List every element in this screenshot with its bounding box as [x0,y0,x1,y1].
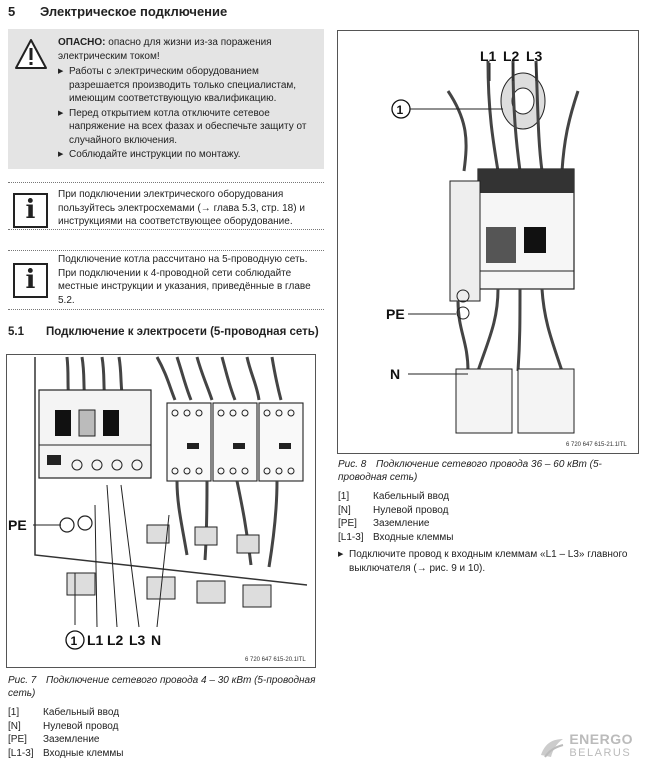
figure-8-caption-text: Подключение сетевого провода 36 – 60 кВт… [338,459,602,483]
energo-belarus-logo: ENERGO BELARUS [541,731,633,759]
figure-7-drawing: PE 1 L1 L2 L3 N 6 720 647 615-20.1ITL [8,356,308,663]
fig7-label-l3: L3 [129,632,146,648]
fig8-label-1: 1 [397,103,404,117]
fig7-label-l1: L1 [87,632,104,648]
info-icon: i [13,263,48,298]
legend-item: [L1-3]Входные клеммы [8,747,124,759]
figure-8: L1 L2 L3 1 PE N 6 720 647 615-21.1ITL [337,30,639,454]
legend-item: [PE]Заземление [338,518,430,530]
subsection-heading: 5.1 Подключение к электросети (5-проводна… [8,326,319,338]
figure-7: PE 1 L1 L2 L3 N 6 720 647 615-20.1ITL [6,354,316,668]
figure-8-caption-label: Рис. 8 [338,459,367,470]
subsection-number: 5.1 [8,326,24,338]
fig8-label-pe: PE [386,306,405,322]
fig8-label-n: N [390,366,400,382]
figure-7-caption-label: Рис. 7 [8,675,37,686]
legend-item: [1]Кабельный ввод [338,491,450,502]
logo-line-1: ENERGO [569,731,633,747]
logo-line-2: BELARUS [569,747,632,759]
warning-label: ОПАСНО: [58,37,106,48]
action-text: Подключите провод к входным клеммам «L1 … [349,549,628,574]
danger-warning-box: ОПАСНО: опасно для жизни из-за поражения… [8,29,324,169]
action-instruction: ▶ Подключите провод к входным клеммам «L… [338,548,628,575]
section-heading: 5 Электрическое подключение [8,4,227,19]
figure-7-caption-text: Подключение сетевого провода 4 – 30 кВт … [8,675,316,699]
fig8-label-l3: L3 [526,48,543,64]
legend-item: [N]Нулевой провод [338,504,449,516]
subsection-title: Подключение к электросети (5-проводная с… [46,326,319,338]
fig7-label-pe: PE [8,517,27,533]
warning-item: Работы с электрическим оборудованием раз… [58,65,318,106]
figure-8-legend: [1]Кабельный ввод [N]Нулевой провод [PE]… [338,490,454,544]
legend-item: [PE]Заземление [8,734,100,746]
info-note-1: i При подключении электрического оборудо… [8,182,324,230]
legend-item: [N]Нулевой провод [8,720,119,732]
legend-item: [L1-3]Входные клеммы [338,531,454,543]
figure-7-legend: [1]Кабельный ввод [N]Нулевой провод [PE]… [8,706,124,760]
fig8-label-l1: L1 [480,48,497,64]
warning-list: Работы с электрическим оборудованием раз… [58,65,318,162]
section-title: Электрическое подключение [40,4,228,19]
fig7-code: 6 720 647 615-20.1ITL [245,657,306,663]
info-note-2: i Подключение котла рассчитано на 5-пров… [8,250,324,310]
fig7-label-l2: L2 [107,632,124,648]
info-note-text: При подключении электрического оборудова… [58,189,305,227]
info-note-text: Подключение котла рассчитано на 5-провод… [58,254,311,306]
fig8-label-l2: L2 [503,48,520,64]
warning-message: опасно для жизни из-за поражения электри… [58,37,272,62]
fig7-label-1: 1 [71,634,78,648]
warning-text: ОПАСНО: опасно для жизни из-за поражения… [58,36,318,163]
legend-item: [1]Кабельный ввод [8,707,120,718]
figure-8-drawing: L1 L2 L3 1 PE N 6 720 647 615-21.1ITL [386,48,627,448]
fig7-label-n: N [151,632,161,648]
info-icon: i [13,193,48,228]
logo-mark-icon [541,739,564,758]
bullet-icon: ▶ [338,551,344,558]
fig8-code: 6 720 647 615-21.1ITL [566,442,627,448]
warning-item: Перед открытием котла отключите сетевое … [58,107,318,148]
warning-triangle-icon [15,39,47,69]
section-number: 5 [8,4,16,19]
warning-item: Соблюдайте инструкции по монтажу. [58,148,318,162]
